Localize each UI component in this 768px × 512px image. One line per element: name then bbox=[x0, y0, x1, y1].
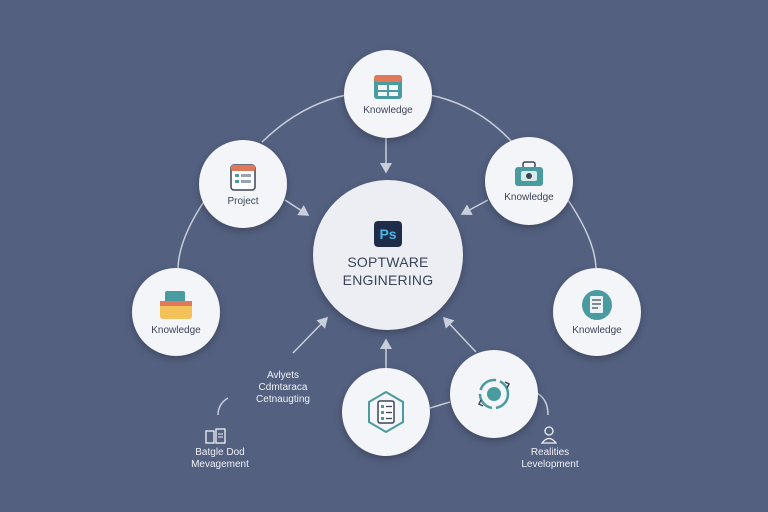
folder-box-icon bbox=[160, 290, 192, 319]
arrow-lower-left bbox=[292, 316, 329, 354]
annotation-line: Mevagement bbox=[191, 459, 249, 470]
link-bottom bbox=[429, 401, 451, 409]
node-knowledge-right-top[interactable]: Knowledge bbox=[485, 137, 573, 225]
center-title-line1: SOPTWARE bbox=[347, 254, 429, 270]
node-project[interactable]: Project bbox=[199, 140, 287, 228]
annotation-line: Cdmtaraca bbox=[258, 382, 308, 393]
node-label: Knowledge bbox=[363, 104, 413, 116]
node-checklist[interactable] bbox=[342, 368, 430, 456]
annotation-line: Cetnaugting bbox=[256, 394, 310, 405]
annotation-bottom-right: Realities Levelopment bbox=[500, 447, 600, 471]
arrow-project bbox=[284, 199, 310, 216]
arc-left bbox=[177, 199, 206, 271]
files-icon bbox=[205, 428, 226, 444]
annotation-line: Batgle Dod bbox=[195, 447, 245, 458]
checklist-shield-icon bbox=[368, 390, 404, 434]
spreadsheet-icon bbox=[374, 74, 402, 99]
center-node[interactable]: Ps SOPTWARE ENGINERING bbox=[313, 180, 463, 330]
photoshop-icon: Ps bbox=[374, 221, 402, 247]
person-icon bbox=[541, 426, 557, 444]
center-title-line2: ENGINERING bbox=[342, 272, 434, 288]
arc-top-right bbox=[429, 94, 513, 143]
arrow-knowledge-right bbox=[460, 199, 489, 216]
node-label: Knowledge bbox=[572, 324, 622, 336]
calendar-list-icon bbox=[230, 163, 256, 191]
curve-bottom-left bbox=[217, 397, 229, 416]
annotation-bottom-left: Batgle Dod Mevagement bbox=[170, 447, 270, 471]
arrow-lower-right bbox=[442, 316, 477, 353]
node-label: Project bbox=[227, 195, 259, 207]
arc-right bbox=[567, 199, 597, 269]
briefcase-icon bbox=[515, 160, 543, 186]
document-icon bbox=[582, 289, 612, 320]
node-knowledge-right[interactable]: Knowledge bbox=[553, 268, 641, 356]
annotation-line: Levelopment bbox=[521, 459, 579, 470]
node-knowledge-left[interactable]: Knowledge bbox=[132, 268, 220, 356]
node-label: Knowledge bbox=[151, 324, 201, 336]
node-refresh[interactable] bbox=[450, 350, 538, 438]
annotation-line: Avlyets bbox=[266, 370, 300, 381]
node-label: Knowledge bbox=[504, 191, 554, 203]
arc-top-left bbox=[261, 94, 347, 143]
node-knowledge-top[interactable]: Knowledge bbox=[344, 50, 432, 138]
annotation-middle-left: Avlyets Cdmtaraca Cetnaugting bbox=[238, 370, 328, 406]
annotation-line: Realities bbox=[530, 447, 570, 458]
refresh-cycle-icon bbox=[477, 378, 511, 410]
